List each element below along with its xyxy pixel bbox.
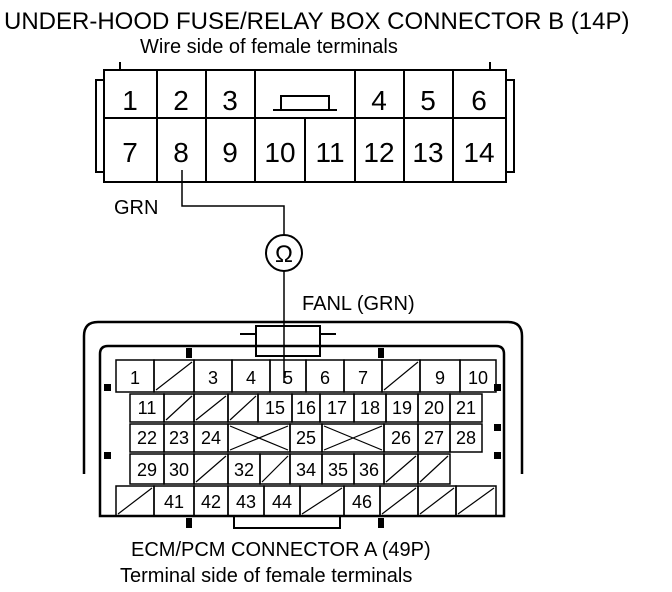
pin-label: 29 bbox=[137, 460, 157, 480]
pin-cell bbox=[459, 359, 497, 393]
unused-pin-slash bbox=[419, 455, 449, 483]
pin-label: 15 bbox=[265, 398, 285, 418]
connector-a-markers bbox=[104, 348, 501, 528]
pin-label: 5 bbox=[420, 85, 436, 116]
connector-b-title: UNDER-HOOD FUSE/RELAY BOX CONNECTOR B (1… bbox=[4, 8, 629, 35]
unused-pin-slash bbox=[381, 487, 417, 515]
pin-cell bbox=[449, 393, 483, 423]
pin-label: 32 bbox=[234, 460, 254, 480]
unused-pin-slash bbox=[117, 487, 153, 515]
connector-b-latch bbox=[280, 95, 330, 111]
blank-cross-line bbox=[323, 425, 383, 451]
pin-label: 23 bbox=[169, 428, 189, 448]
pin-label: 24 bbox=[201, 428, 221, 448]
pin-label: 6 bbox=[320, 368, 330, 388]
pin-label: 14 bbox=[463, 137, 494, 168]
pin-label: 10 bbox=[264, 137, 295, 168]
pin-label: 43 bbox=[236, 492, 256, 512]
pin-label: 36 bbox=[359, 460, 379, 480]
unused-pin-slash bbox=[419, 487, 455, 515]
pin-label: 25 bbox=[296, 428, 316, 448]
pin-label: 22 bbox=[137, 428, 157, 448]
pin-label: 34 bbox=[296, 460, 316, 480]
pin-label: 7 bbox=[358, 368, 368, 388]
connector-a-housing bbox=[98, 344, 506, 518]
unused-pin-slash bbox=[195, 395, 227, 421]
pin-cell bbox=[455, 485, 497, 517]
pin-label: 35 bbox=[328, 460, 348, 480]
unused-pin-slash bbox=[383, 361, 419, 391]
pin-label: 13 bbox=[412, 137, 443, 168]
blank-cross-line bbox=[229, 425, 289, 451]
pin-label: 18 bbox=[360, 398, 380, 418]
pin-label: 28 bbox=[456, 428, 476, 448]
pin-label: 11 bbox=[138, 398, 157, 418]
pin-label: 27 bbox=[424, 428, 444, 448]
signal-label: FANL (GRN) bbox=[302, 293, 415, 315]
connector-a-outer-shell bbox=[82, 320, 524, 474]
pin-label: 1 bbox=[130, 368, 140, 388]
connector-b-pins: 1 2 3 4 5 6 7 8 9 10 11 12 13 14 bbox=[122, 85, 494, 168]
pin-label: 2 bbox=[173, 85, 189, 116]
pin-label: 5 bbox=[283, 368, 293, 388]
pin-label: 6 bbox=[471, 85, 487, 116]
pin-label: 21 bbox=[456, 398, 476, 418]
pin-label: 11 bbox=[315, 137, 344, 168]
unused-pin-slash bbox=[195, 455, 227, 483]
pin-cell bbox=[449, 423, 483, 453]
pin-cell bbox=[417, 453, 451, 485]
pin-label: 4 bbox=[246, 368, 256, 388]
pin-label: 4 bbox=[371, 85, 387, 116]
unused-pin-slash bbox=[301, 487, 343, 515]
test-wire bbox=[181, 170, 285, 383]
unused-pin-slash bbox=[155, 361, 193, 391]
pin-label: 17 bbox=[327, 398, 347, 418]
pin-label: 42 bbox=[201, 492, 221, 512]
connector-a-lock bbox=[255, 325, 321, 357]
pin-label: 41 bbox=[164, 492, 184, 512]
pin-label: 7 bbox=[122, 137, 138, 168]
ohmmeter-icon bbox=[265, 234, 303, 272]
pin-label: 26 bbox=[391, 428, 411, 448]
pin-label: 1 bbox=[122, 85, 138, 116]
pin-label: 9 bbox=[435, 368, 445, 388]
connector-b-subtitle: Wire side of female terminals bbox=[140, 36, 398, 58]
pin-label: 46 bbox=[352, 492, 372, 512]
pin-label: 3 bbox=[208, 368, 218, 388]
pin-label: 9 bbox=[222, 137, 238, 168]
pin-label: 8 bbox=[173, 137, 189, 168]
ohm-symbol: Ω bbox=[275, 241, 293, 268]
pin-label: 20 bbox=[424, 398, 444, 418]
pin-label: 30 bbox=[169, 460, 189, 480]
connector-a-title: ECM/PCM CONNECTOR A (49P) bbox=[131, 539, 431, 561]
connector-a-subtitle: Terminal side of female terminals bbox=[120, 565, 412, 587]
pin-label: 44 bbox=[272, 492, 292, 512]
unused-pin-slash bbox=[457, 487, 495, 515]
wire-color-label: GRN bbox=[114, 197, 158, 219]
unused-pin-slash bbox=[229, 395, 257, 421]
unused-pin-slash bbox=[261, 455, 289, 483]
connector-b bbox=[95, 62, 515, 183]
unused-pin-slash bbox=[165, 395, 193, 421]
unused-pin-slash bbox=[385, 455, 417, 483]
connector-a bbox=[82, 320, 524, 529]
pin-label: 12 bbox=[363, 137, 394, 168]
pin-label: 19 bbox=[392, 398, 412, 418]
pin-label: 16 bbox=[296, 398, 316, 418]
pin-label: 3 bbox=[222, 85, 238, 116]
pin-label: 10 bbox=[468, 368, 488, 388]
